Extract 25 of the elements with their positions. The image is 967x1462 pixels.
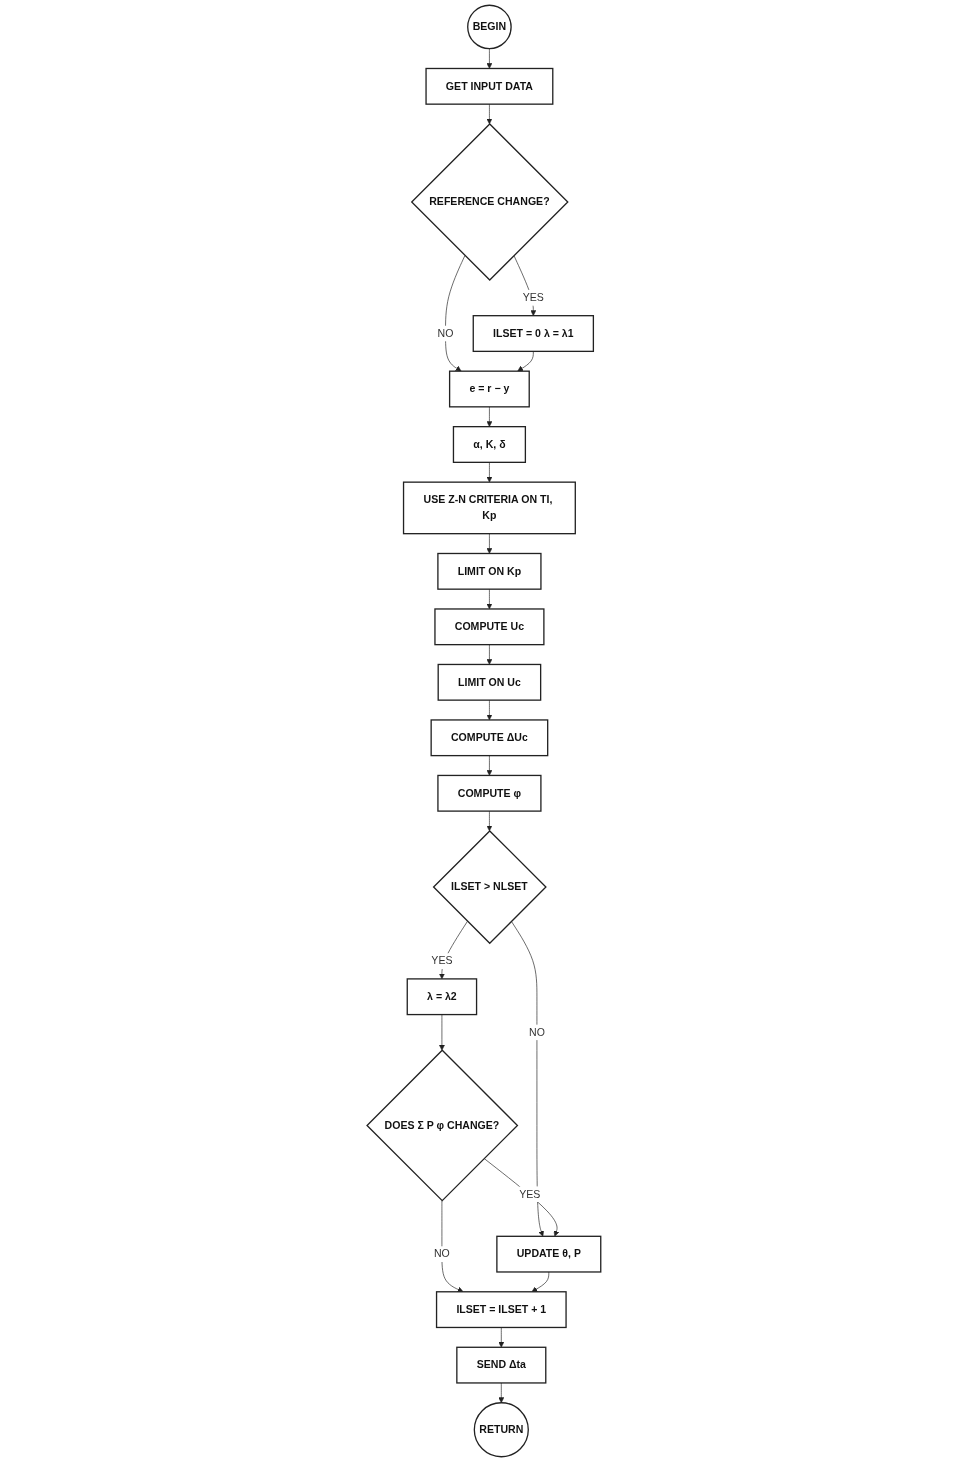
- node-circle: BEGIN: [466, 4, 512, 50]
- node-box: COMPUTE φ: [436, 774, 542, 812]
- node-diamond: REFERENCE CHANGE?: [410, 123, 569, 281]
- edge-label: NO: [437, 327, 454, 339]
- edge-label: YES: [518, 1188, 540, 1200]
- node-diamond: DOES Σ P φ CHANGE?: [365, 1049, 518, 1202]
- node-box: e = r − y: [448, 370, 530, 408]
- node-box: SEND Δta: [455, 1346, 547, 1384]
- node-box: λ = λ2: [406, 978, 477, 1016]
- node-box: USE Z-N CRITERIA ON TI, Kp: [402, 481, 576, 535]
- node-box: COMPUTE Uc: [433, 608, 545, 646]
- node-diamond: ILSET > NLSET: [432, 830, 547, 945]
- node-box: LIMIT ON Kp: [436, 552, 542, 590]
- node-box: ILSET = ILSET + 1: [435, 1291, 567, 1329]
- node-box: UPDATE θ, P: [495, 1235, 601, 1273]
- edge-label: YES: [430, 955, 453, 967]
- node-box: GET INPUT DATA: [425, 67, 554, 105]
- edge-label: NO: [528, 1026, 545, 1038]
- node-box: COMPUTE ΔUc: [430, 719, 548, 757]
- edge-label: YES: [522, 291, 544, 304]
- node-box: LIMIT ON Uc: [437, 663, 541, 701]
- node-box: ILSET = 0 λ = λ1: [472, 315, 594, 353]
- node-box: α, K, δ: [452, 426, 526, 463]
- edge-label: NO: [433, 1248, 450, 1260]
- node-circle: RETURN: [473, 1402, 529, 1458]
